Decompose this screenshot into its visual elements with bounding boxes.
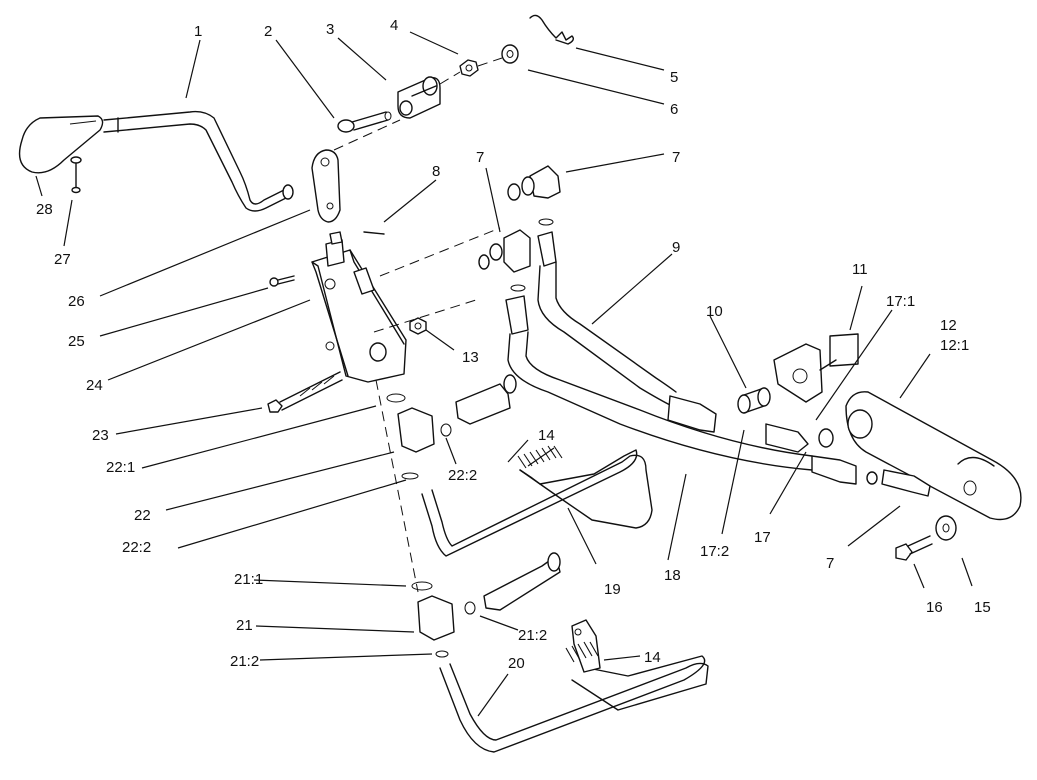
callout-28: 28	[36, 201, 53, 218]
cylinder-fitting-lower	[866, 469, 931, 497]
valve-fitting-upper	[455, 374, 517, 425]
callout-7-c: 7	[826, 555, 834, 572]
hex-nut-top	[459, 59, 479, 77]
valve-elbow-upper	[386, 393, 452, 480]
cotter-pin	[363, 231, 385, 235]
long-bolt	[267, 371, 343, 413]
elbow-fitting-middle	[478, 229, 531, 292]
callout-14-a: 14	[538, 427, 555, 444]
callout-21: 21	[236, 617, 253, 634]
callout-22-1: 22:1	[106, 459, 135, 476]
callout-20: 20	[508, 655, 525, 672]
tube-clamp-lower	[565, 619, 601, 673]
callout-9: 9	[672, 239, 680, 256]
control-lever	[103, 110, 294, 212]
callout-6: 6	[670, 101, 678, 118]
callout-26: 26	[68, 293, 85, 310]
callout-13: 13	[462, 349, 479, 366]
valve-fitting-lower	[483, 552, 561, 611]
callout-17-1: 17:1	[886, 293, 915, 310]
callout-7-b: 7	[672, 149, 680, 166]
elbow-fitting-upper	[507, 165, 561, 226]
cylinder-clevis	[773, 333, 859, 403]
hydraulic-hose-upper	[537, 231, 717, 433]
cylinder-fitting	[765, 423, 834, 453]
callout-15: 15	[974, 599, 991, 616]
callout-1: 1	[194, 23, 202, 40]
callout-22-2-a: 22:2	[448, 467, 477, 484]
control-knob	[18, 115, 104, 174]
callout-14-b: 14	[644, 649, 661, 666]
callout-7-a: 7	[476, 149, 484, 166]
flat-washer-top	[501, 44, 519, 64]
callout-8: 8	[432, 163, 440, 180]
pivot-block	[397, 76, 441, 119]
callout-22-2-b: 22:2	[122, 539, 151, 556]
callout-12: 12	[940, 317, 957, 334]
callout-3: 3	[326, 21, 334, 38]
callout-21-2-b: 21:2	[230, 653, 259, 670]
callout-17: 17	[754, 529, 771, 546]
callout-22: 22	[134, 507, 151, 524]
callout-23: 23	[92, 427, 109, 444]
control-valve	[311, 231, 407, 383]
callout-11: 11	[852, 261, 868, 278]
hydraulic-tube-upper	[421, 449, 653, 557]
straight-fitting	[737, 387, 771, 414]
cylinder-washer	[935, 515, 957, 541]
callout-18: 18	[664, 567, 681, 584]
hairpin-clip	[529, 14, 575, 45]
callout-12-1: 12:1	[940, 337, 969, 354]
callout-5: 5	[670, 69, 678, 86]
hydraulic-tube-lower	[439, 655, 709, 753]
callout-21-1: 21:1	[234, 571, 263, 588]
callout-17-2: 17:2	[700, 543, 729, 560]
callout-19: 19	[604, 581, 621, 598]
callout-21-2-a: 21:2	[518, 627, 547, 644]
lever-bracket	[311, 149, 341, 223]
callout-27: 27	[54, 251, 71, 268]
callout-4: 4	[390, 17, 398, 34]
clevis-pin	[337, 111, 392, 133]
callout-16: 16	[926, 599, 943, 616]
callout-24: 24	[86, 377, 103, 394]
callout-2: 2	[264, 23, 272, 40]
cylinder-bolt	[895, 535, 933, 561]
callout-25: 25	[68, 333, 85, 350]
valve-elbow-lower	[411, 581, 476, 658]
knob-pin	[70, 156, 82, 194]
hydraulic-hose-lower	[505, 295, 857, 485]
hydraulic-cylinder	[845, 391, 1022, 521]
callout-10: 10	[706, 303, 723, 320]
valve-screw	[269, 275, 295, 287]
